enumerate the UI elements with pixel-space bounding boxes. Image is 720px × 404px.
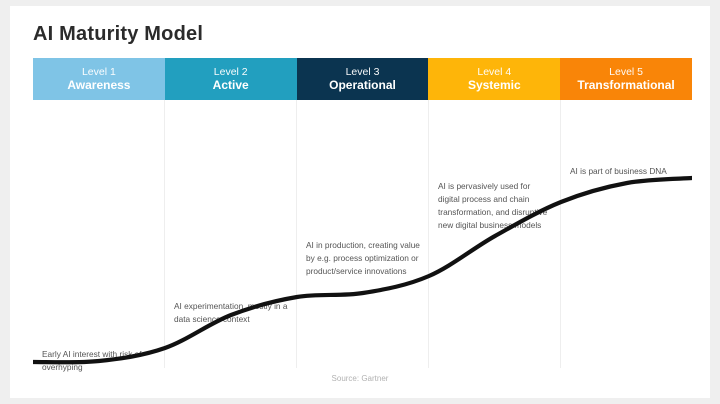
level-column-5: AI is part of business DNA <box>561 100 692 368</box>
level-columns: Early AI interest with risk of overhypin… <box>33 100 692 372</box>
level-name-1: Awareness <box>67 78 131 93</box>
level-column-4: AI is pervasively used for digital proce… <box>429 100 561 368</box>
level-note-5: AI is part of business DNA <box>570 166 667 176</box>
level-header-4[interactable]: Level 4 Systemic <box>428 58 561 100</box>
level-note-1: Early AI interest with risk of overhypin… <box>42 349 142 373</box>
level-number-2: Level 2 <box>213 65 248 78</box>
level-number-4: Level 4 <box>477 65 512 78</box>
level-note-2: AI experimentation, mostly in a data sci… <box>174 301 288 325</box>
maturity-matrix: Level 1 Awareness Level 2 Active Level 3… <box>33 58 692 372</box>
level-header-row: Level 1 Awareness Level 2 Active Level 3… <box>33 58 692 100</box>
level-header-5[interactable]: Level 5 Transformational <box>560 58 692 100</box>
level-name-4: Systemic <box>467 78 521 93</box>
level-header-1[interactable]: Level 1 Awareness <box>33 58 165 100</box>
level-header-3[interactable]: Level 3 Operational <box>296 58 429 100</box>
level-note-3: AI in production, creating value by e.g.… <box>306 240 420 277</box>
level-number-3: Level 3 <box>345 65 380 78</box>
level-name-2: Active <box>212 78 249 93</box>
level-column-1: Early AI interest with risk of overhypin… <box>33 100 165 372</box>
level-column-3: AI in production, creating value by e.g.… <box>297 100 429 368</box>
level-note-4: AI is pervasively used for digital proce… <box>438 181 548 231</box>
slide-card: AI Maturity Model Level 1 Awareness Leve… <box>10 6 710 398</box>
page-title: AI Maturity Model <box>33 23 204 45</box>
source-caption: Source: Gartner <box>331 374 389 383</box>
level-number-1: Level 1 <box>81 65 116 78</box>
level-header-2[interactable]: Level 2 Active <box>164 58 297 100</box>
level-name-5: Transformational <box>577 78 675 93</box>
level-column-2: AI experimentation, mostly in a data sci… <box>165 100 297 368</box>
level-name-3: Operational <box>329 78 396 93</box>
level-number-5: Level 5 <box>609 65 644 78</box>
